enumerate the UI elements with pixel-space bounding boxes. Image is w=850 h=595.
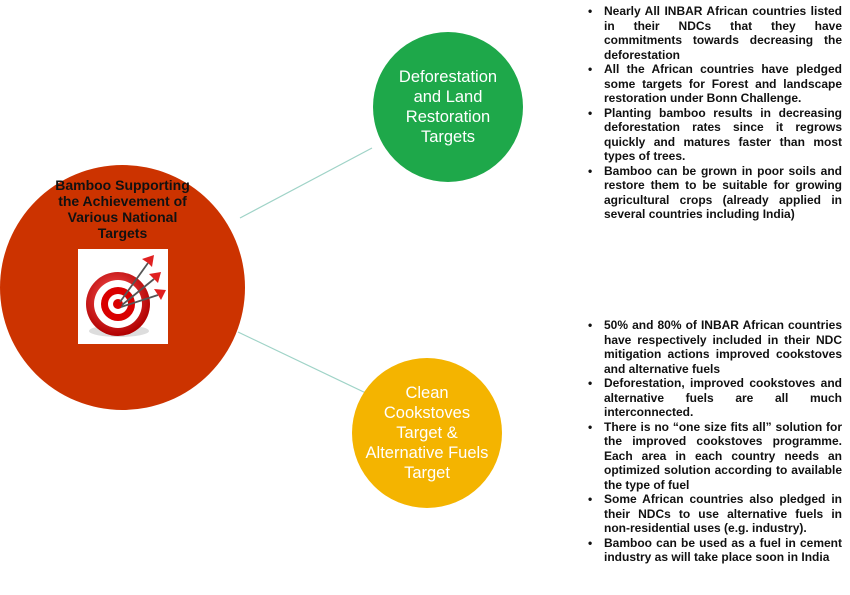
deforestation-node-label: Deforestation and Land Restoration Targe…: [398, 68, 498, 146]
cookstoves-node-label: Clean Cookstoves Target & Alternative Fu…: [365, 384, 489, 482]
main-topic-circle: Bamboo Supporting the Achievement of Var…: [0, 165, 245, 410]
target-with-arrows-icon: [77, 249, 168, 344]
bullet-item: Bamboo can be used as a fuel in cement i…: [586, 536, 842, 565]
bullet-item: All the African countries have pledged s…: [586, 62, 842, 106]
cookstoves-node: Clean Cookstoves Target & Alternative Fu…: [352, 358, 502, 508]
deforestation-node: Deforestation and Land Restoration Targe…: [373, 32, 523, 182]
bullet-item: Nearly All INBAR African countries liste…: [586, 4, 842, 62]
connector-to-deforestation: [239, 147, 373, 219]
bullet-item: Deforestation, improved cookstoves and a…: [586, 376, 842, 420]
bullet-item: 50% and 80% of INBAR African countries h…: [586, 318, 842, 376]
deforestation-bullet-list: Nearly All INBAR African countries liste…: [586, 4, 842, 222]
bullet-item: There is no “one size fits all” solution…: [586, 420, 842, 493]
main-topic-title: Bamboo Supporting the Achievement of Var…: [55, 177, 190, 241]
bullet-item: Some African countries also pledged in t…: [586, 492, 842, 536]
cookstoves-bullet-list: 50% and 80% of INBAR African countries h…: [586, 318, 842, 565]
bullet-item: Planting bamboo results in decreasing de…: [586, 106, 842, 164]
connector-to-cookstoves: [237, 331, 371, 396]
bullet-item: Bamboo can be grown in poor soils and re…: [586, 164, 842, 222]
